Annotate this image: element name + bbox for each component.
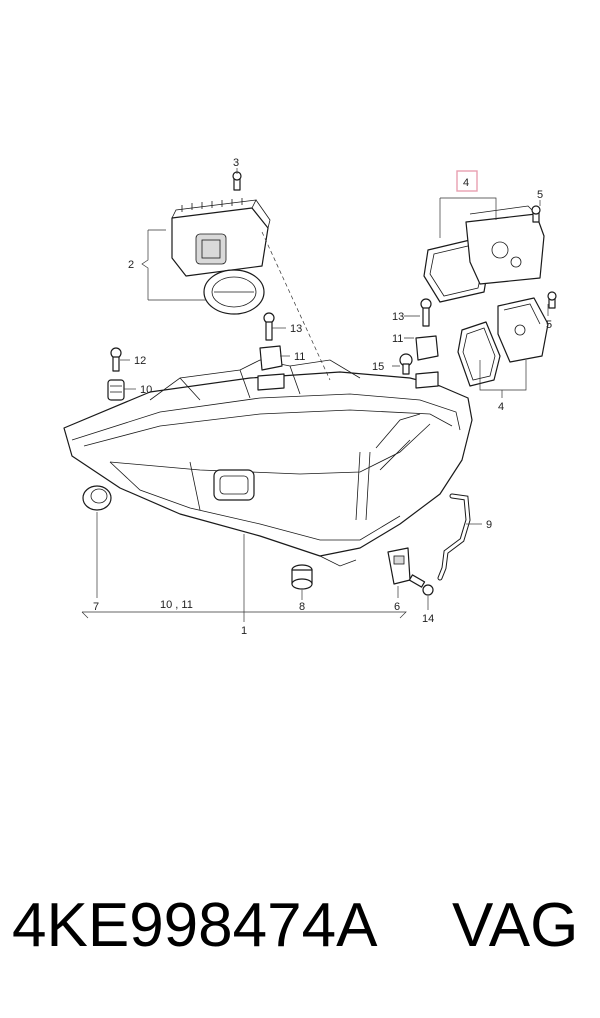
callout-1: 1	[241, 625, 247, 637]
callout-10-11: 10 , 11	[160, 599, 193, 611]
connector-part-6	[387, 547, 411, 585]
callout-13-left: 13	[290, 323, 302, 335]
screw-part-13-left	[263, 312, 275, 341]
callout-7: 7	[93, 601, 99, 613]
screw-part-13-right	[420, 298, 432, 327]
headlight-exploded-diagram: 3 2 4 5 5 4 12 10 13 11 13 11 15 9 7 10 …	[63, 157, 557, 637]
callout-10: 10	[140, 384, 152, 396]
bracket-part-11-left	[257, 345, 285, 391]
led-module-part-4-top	[423, 205, 545, 303]
headlight-housing-part-1	[63, 359, 473, 567]
led-module-part-4-bottom	[457, 297, 549, 387]
callout-5-top: 5	[537, 189, 543, 201]
cap-part-7	[82, 485, 112, 511]
screw-part-3	[232, 171, 242, 191]
callout-15: 15	[372, 361, 384, 373]
callout-4-top: 4	[463, 177, 469, 189]
callout-5-bottom: 5	[546, 319, 552, 331]
bracket-part-11-right	[415, 335, 439, 389]
grommet-part-8	[291, 564, 313, 590]
screw-part-5-top	[531, 205, 541, 223]
brand-code: VAG	[452, 891, 579, 960]
callout-12: 12	[134, 355, 146, 367]
part-number: 4KE998474A	[12, 891, 378, 960]
callout-2: 2	[128, 259, 134, 271]
nut-part-10	[107, 379, 125, 401]
clip-part-15	[399, 353, 413, 375]
screw-part-5-bottom	[547, 291, 557, 309]
highlight-box-part-4	[456, 170, 478, 192]
hose-part-9	[437, 493, 471, 581]
callout-9: 9	[486, 519, 492, 531]
control-module-part-2	[171, 198, 271, 315]
callout-3: 3	[233, 157, 239, 169]
footer: 4KE998474A VAG	[0, 890, 600, 980]
callout-4-bottom: 4	[498, 401, 504, 413]
callout-11-left: 11	[294, 351, 305, 363]
callout-8: 8	[299, 601, 305, 613]
screw-part-14	[408, 574, 434, 596]
callout-14: 14	[422, 613, 434, 625]
callout-11-right: 11	[392, 333, 403, 345]
callout-13-right: 13	[392, 311, 404, 323]
screw-part-12	[110, 347, 122, 372]
callout-6: 6	[394, 601, 400, 613]
